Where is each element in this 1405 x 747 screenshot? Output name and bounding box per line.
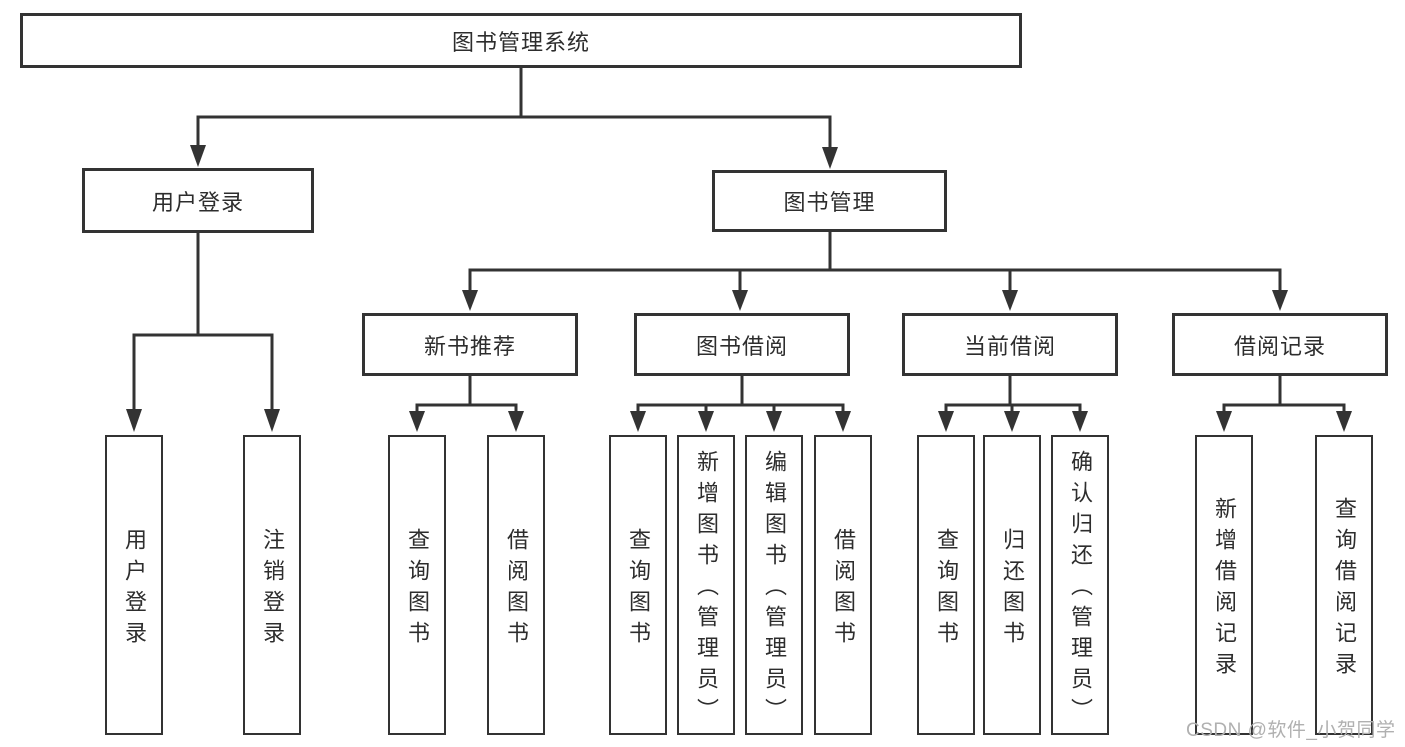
node-label: 借阅图书 (504, 527, 529, 652)
node-label: 图书借阅 (695, 333, 788, 359)
node-label: 借阅记录 (1233, 333, 1326, 359)
node-label: 用户登录 (151, 189, 244, 215)
leaf-borrow-books-recommend: 借阅图书 (487, 435, 545, 735)
leaf-add-borrow-record: 新增借阅记录 (1195, 435, 1253, 735)
node-user-login-branch: 用户登录 (82, 168, 314, 233)
node-label: 确认归还（管理员） (1068, 450, 1093, 729)
node-label: 图书管理 (783, 190, 876, 215)
leaf-add-book-admin: 新增图书（管理员） (677, 435, 735, 735)
leaf-logout: 注销登录 (243, 435, 301, 735)
node-label: 新书推荐 (423, 333, 516, 359)
leaf-query-books-borrowing: 查询图书 (609, 435, 667, 735)
node-current-borrowing: 当前借阅 (902, 313, 1118, 376)
node-label: 新增图书（管理员） (694, 450, 719, 729)
node-label: 注销登录 (260, 527, 285, 652)
node-label: 当前借阅 (963, 333, 1056, 359)
node-label: 借阅图书 (831, 527, 856, 652)
leaf-borrow-books-borrowing: 借阅图书 (814, 435, 872, 735)
node-label: 用户登录 (122, 527, 147, 652)
node-label: 归还图书 (1000, 527, 1025, 652)
leaf-user-login: 用户登录 (105, 435, 163, 735)
node-root-system: 图书管理系统 (20, 13, 1022, 68)
leaf-query-books-recommend: 查询图书 (388, 435, 446, 735)
node-book-borrowing: 图书借阅 (634, 313, 850, 376)
leaf-query-books-current: 查询图书 (917, 435, 975, 735)
node-label: 查询图书 (626, 527, 651, 652)
leaf-edit-book-admin: 编辑图书（管理员） (745, 435, 803, 735)
leaf-confirm-return-admin: 确认归还（管理员） (1051, 435, 1109, 735)
watermark-text: CSDN @软件_小贺同学 (1186, 720, 1396, 741)
node-label: 查询图书 (934, 527, 959, 652)
leaf-query-borrow-record: 查询借阅记录 (1315, 435, 1373, 735)
node-new-book-recommendation: 新书推荐 (362, 313, 578, 376)
node-label: 图书管理系统 (451, 29, 590, 55)
node-label: 编辑图书（管理员） (762, 450, 787, 729)
node-label: 查询图书 (405, 527, 430, 652)
node-book-management-branch: 图书管理 (712, 170, 947, 232)
node-borrowing-records: 借阅记录 (1172, 313, 1388, 376)
node-label: 新增借阅记录 (1212, 496, 1237, 683)
leaf-return-books: 归还图书 (983, 435, 1041, 735)
node-label: 查询借阅记录 (1332, 496, 1357, 683)
